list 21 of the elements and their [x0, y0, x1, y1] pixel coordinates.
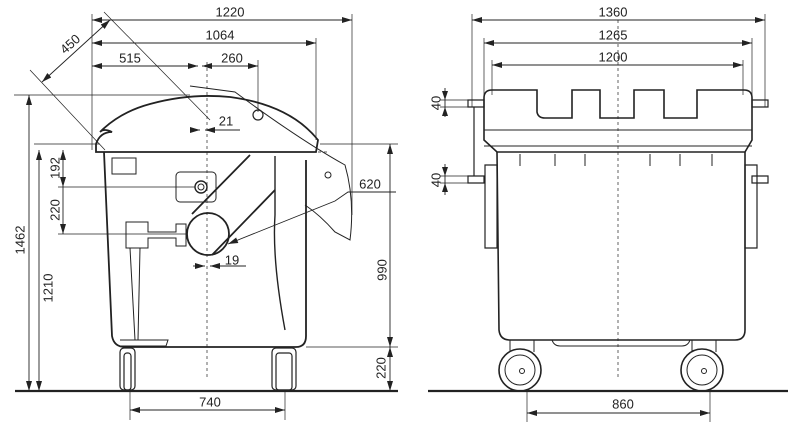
dimension-value: 1210 — [42, 274, 54, 302]
dimension-value: 450 — [58, 32, 82, 56]
dimension-value: 740 — [199, 396, 221, 408]
dimension-value: 260 — [221, 52, 243, 64]
dimension-value: 515 — [119, 52, 141, 64]
dimension-value: 1360 — [598, 6, 628, 18]
dimension-value: 1200 — [598, 50, 628, 64]
dimension-value: 192 — [48, 157, 62, 179]
dimension-value: 220 — [374, 357, 388, 379]
dimension-value: 620 — [359, 178, 381, 190]
dimension-value: 990 — [376, 259, 388, 281]
dimension-value: 1265 — [598, 28, 628, 42]
dimension-value: 1064 — [206, 28, 234, 42]
dimension-value: 19 — [224, 254, 240, 266]
dimension-value: 40 — [430, 96, 442, 110]
dimension-value: 220 — [48, 199, 62, 221]
dimension-value: 1462 — [14, 226, 26, 254]
dimension-value: 21 — [218, 114, 234, 128]
dimension-value: 860 — [612, 398, 634, 410]
dimension-value: 40 — [430, 172, 442, 188]
dimension-value: 1220 — [216, 6, 244, 18]
